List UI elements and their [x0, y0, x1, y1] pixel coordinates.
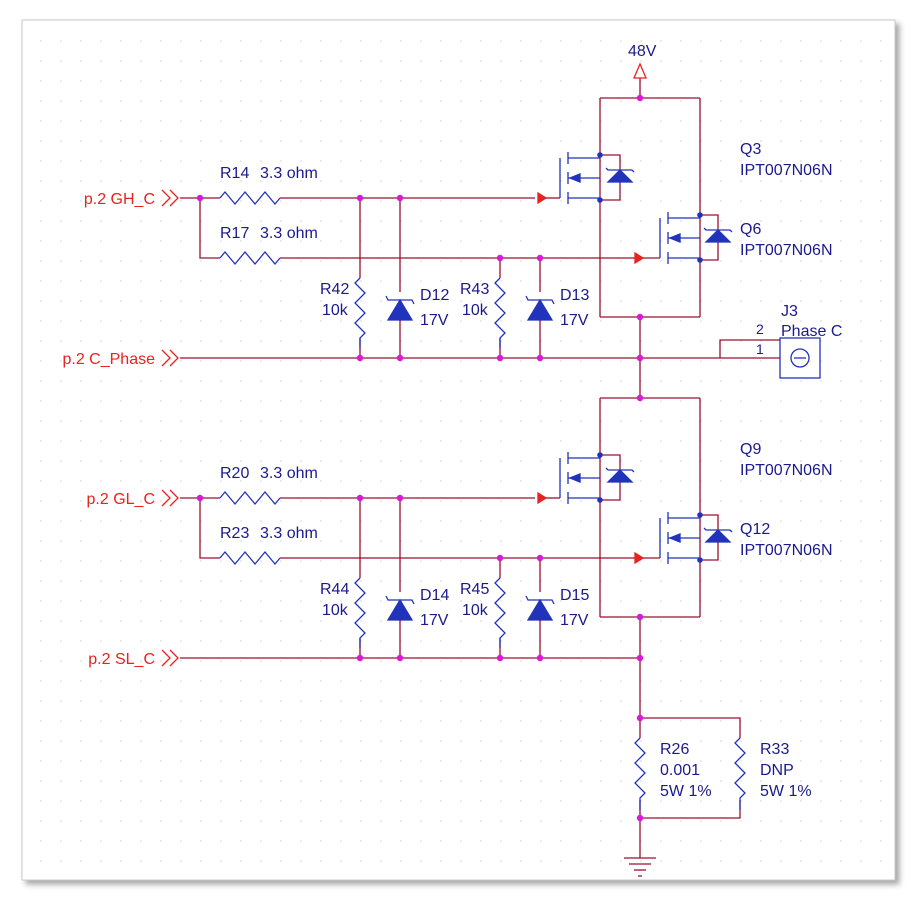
r23-symbol: [219, 550, 281, 566]
zener-diode-symbols: [385, 295, 555, 621]
r42-symbol: [354, 277, 366, 348]
d13-ref: D13: [560, 287, 589, 304]
r45-ref: R45: [460, 581, 489, 598]
port-arrows: [161, 189, 179, 667]
q3-ref: Q3: [740, 141, 761, 158]
d13-symbol: [525, 295, 555, 321]
r33-value: DNP: [760, 762, 794, 779]
r33-rating: 5W 1%: [760, 783, 812, 800]
port-label-gl-c: p.2 GL_C: [87, 491, 155, 508]
port-label-sl-c: p.2 SL_C: [88, 651, 155, 668]
d14-ref: D14: [420, 587, 449, 604]
r26-value: 0.001: [660, 762, 700, 779]
port-label-gh-c: p.2 GH_C: [84, 191, 155, 208]
d14-symbol: [385, 595, 415, 621]
r17-symbol: [219, 250, 281, 266]
r14-symbol: [219, 190, 281, 206]
r14-value: 3.3 ohm: [260, 165, 318, 182]
d13-value: 17V: [560, 312, 589, 329]
j3-pin1: 1: [756, 341, 764, 357]
r45-symbol: [494, 577, 506, 648]
q3-part: IPT007N06N: [740, 162, 833, 179]
d12-value: 17V: [420, 312, 449, 329]
r26-ref: R26: [660, 741, 689, 758]
r42-value: 10k: [322, 302, 349, 319]
q9-symbol: [537, 452, 635, 505]
pin-dots: [597, 152, 703, 563]
q6-part: IPT007N06N: [740, 242, 833, 259]
j3-ref: J3: [781, 303, 798, 320]
r20-ref: R20: [220, 465, 249, 482]
r33-symbol: [734, 737, 746, 810]
q6-symbol: [634, 212, 733, 265]
supply-label: 48V: [628, 43, 657, 60]
r33-ref: R33: [760, 741, 789, 758]
resistor-symbols: [219, 190, 746, 810]
d14-value: 17V: [420, 612, 449, 629]
q9-part: IPT007N06N: [740, 462, 833, 479]
q12-symbol: [634, 512, 733, 565]
r44-value: 10k: [322, 602, 349, 619]
r43-value: 10k: [462, 302, 489, 319]
r20-value: 3.3 ohm: [260, 465, 318, 482]
q12-part: IPT007N06N: [740, 542, 833, 559]
q9-ref: Q9: [740, 441, 761, 458]
dot-grid: [24, 22, 893, 878]
wires: [180, 78, 780, 858]
j3-connector-symbol: [779, 337, 821, 379]
j3-pin2: 2: [756, 321, 764, 337]
r26-symbol: [634, 737, 646, 810]
r20-symbol: [219, 490, 281, 506]
r14-ref: R14: [220, 165, 249, 182]
r23-ref: R23: [220, 525, 249, 542]
r26-rating: 5W 1%: [660, 783, 712, 800]
r23-value: 3.3 ohm: [260, 525, 318, 542]
r42-ref: R42: [320, 281, 349, 298]
r17-ref: R17: [220, 225, 249, 242]
r17-value: 3.3 ohm: [260, 225, 318, 242]
r45-value: 10k: [462, 602, 489, 619]
ground-icon: [624, 857, 656, 877]
d15-ref: D15: [560, 587, 589, 604]
r43-symbol: [494, 277, 506, 348]
d12-ref: D12: [420, 287, 449, 304]
r43-ref: R43: [460, 281, 489, 298]
q6-ref: Q6: [740, 221, 761, 238]
junction-dots: [196, 94, 644, 822]
q12-ref: Q12: [740, 521, 770, 538]
d12-symbol: [385, 295, 415, 321]
j3-name: Phase C: [781, 323, 842, 340]
r44-ref: R44: [320, 581, 349, 598]
d15-value: 17V: [560, 612, 589, 629]
supply-arrow-icon: [633, 62, 647, 79]
d15-symbol: [525, 595, 555, 621]
q3-symbol: [537, 152, 635, 205]
r44-symbol: [354, 577, 366, 648]
mosfet-symbols: [537, 152, 733, 565]
port-label-c-phase: p.2 C_Phase: [62, 351, 155, 368]
